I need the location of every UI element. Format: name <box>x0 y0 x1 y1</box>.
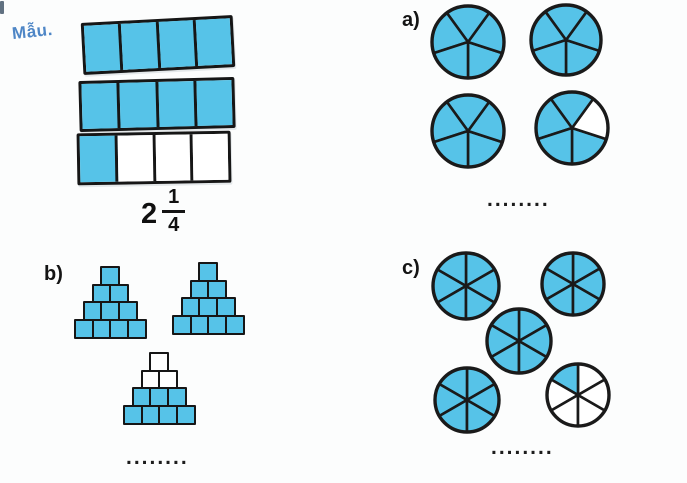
part-b-answer-dots: ........ <box>126 446 189 469</box>
pie-a-4 <box>533 89 611 167</box>
scan-artifact <box>0 1 4 14</box>
bar-cell-empty <box>155 134 194 181</box>
bar-cell-shaded <box>195 18 233 66</box>
part-c-label: c) <box>402 257 420 279</box>
part-a-label: a) <box>402 9 420 31</box>
pie-c-1 <box>430 250 502 322</box>
pie-c-2 <box>539 250 607 318</box>
pyramid-b-3 <box>123 352 196 425</box>
pyramid-row <box>82 301 138 321</box>
part-b-label: b) <box>44 263 63 285</box>
pyramid-row <box>189 279 227 300</box>
pyramid-square-shaded <box>126 318 147 339</box>
fraction-numerator: 1 <box>162 186 186 213</box>
bar-cell-shaded <box>81 82 121 129</box>
bar-cell-shaded <box>196 80 233 126</box>
fraction-denominator: 4 <box>168 214 180 236</box>
bar-cell-empty <box>192 133 229 181</box>
bar-cell-shaded <box>157 80 198 127</box>
pie-chart-svg <box>433 366 501 434</box>
pyramid-b-1 <box>74 266 147 339</box>
pie-chart-svg <box>485 307 553 375</box>
bar-cell-empty <box>117 134 156 182</box>
pyramid-row <box>123 404 196 425</box>
mixed-number-fraction: 1 4 <box>162 186 186 237</box>
part-c-answer-dots: ........ <box>491 436 554 459</box>
bar-cell-shaded <box>119 81 160 128</box>
pie-chart-svg <box>540 251 606 317</box>
pyramid-square-shaded <box>224 314 245 335</box>
pie-chart-svg <box>430 4 506 80</box>
pie-chart-svg <box>545 362 611 428</box>
pie-c-3 <box>484 306 554 376</box>
mixed-number: 2 1 4 <box>141 186 186 237</box>
bar-cell-shaded <box>83 23 124 72</box>
bar-cell-shaded <box>158 20 198 68</box>
pie-c-5 <box>544 361 612 429</box>
pyramid-square-shaded <box>175 404 196 425</box>
pie-chart-svg <box>534 90 610 166</box>
pyramid-row <box>74 318 147 339</box>
fraction-bar-3 <box>76 130 232 186</box>
bar-cell-shaded <box>79 135 119 183</box>
fraction-bar-2 <box>78 76 236 133</box>
pie-a-1 <box>429 3 507 81</box>
example-label: Mẫu. <box>11 19 54 44</box>
pyramid-b-2 <box>172 262 245 335</box>
pie-c-4 <box>432 365 502 435</box>
pie-chart-svg <box>430 93 506 169</box>
part-a-answer-dots: ........ <box>487 188 550 211</box>
bar-cell-shaded <box>121 21 161 70</box>
fraction-bar-1 <box>80 15 236 75</box>
pie-chart-svg <box>529 3 603 77</box>
mixed-number-whole: 2 <box>141 198 158 230</box>
pie-a-2 <box>528 2 604 78</box>
pie-chart-svg <box>431 251 501 321</box>
pyramid-row <box>172 314 245 335</box>
pie-a-3 <box>429 92 507 170</box>
